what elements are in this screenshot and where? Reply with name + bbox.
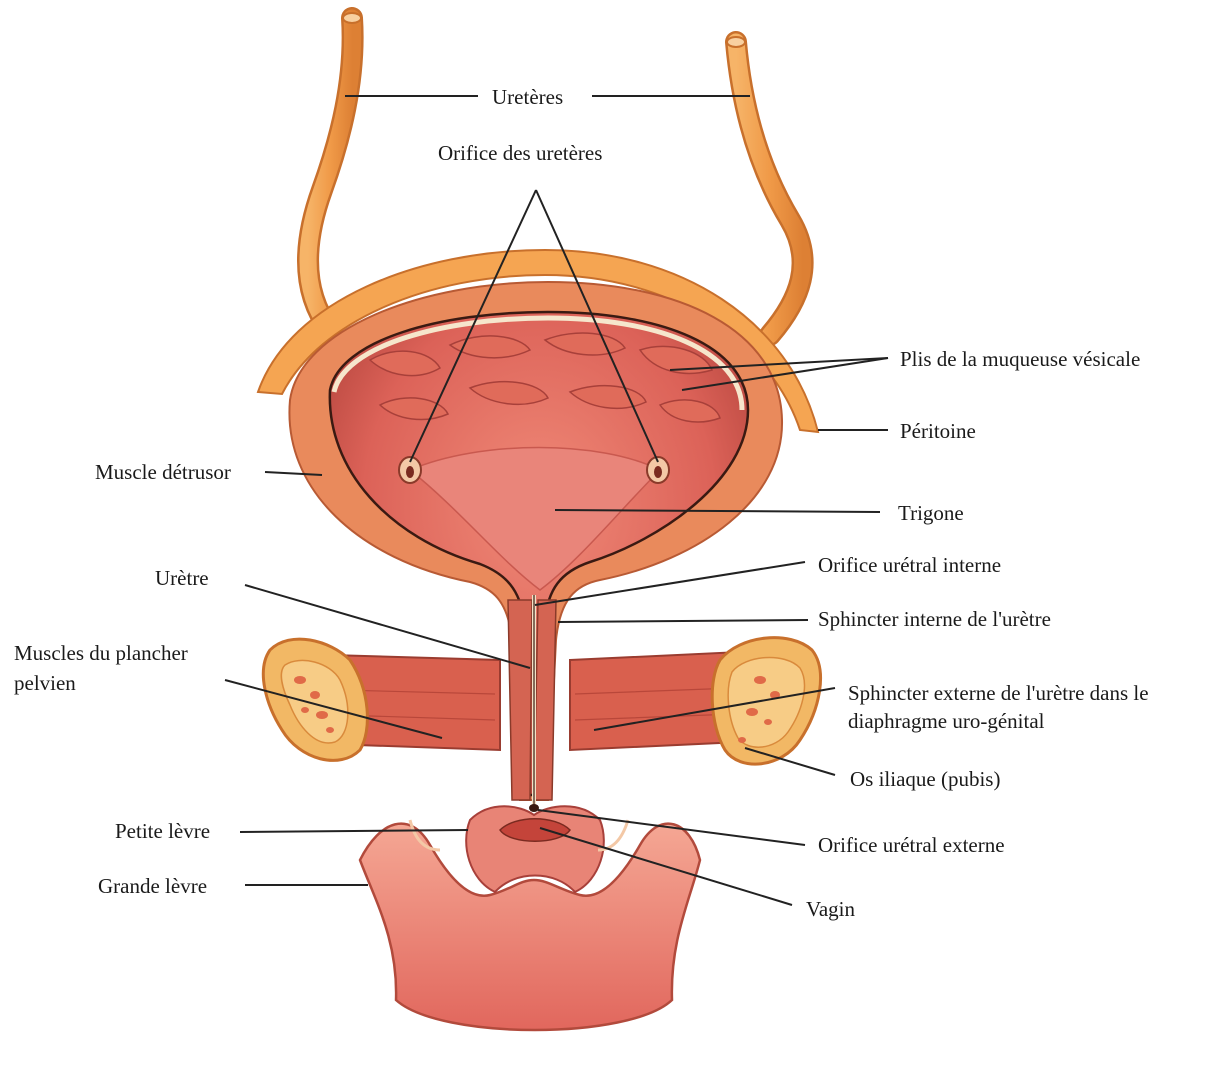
label-muscle-detrusor: Muscle détrusor	[95, 459, 231, 485]
label-peritoine: Péritoine	[900, 418, 976, 444]
label-ureteres: Uretères	[492, 84, 563, 110]
label-orifice-uretral-interne: Orifice urétral interne	[818, 552, 1001, 578]
ureter-left	[308, 13, 361, 330]
label-os-iliaque: Os iliaque (pubis)	[850, 766, 1000, 792]
vulva	[360, 804, 700, 1030]
label-sphincter-externe-line1: Sphincter externe de l'urètre dans le	[848, 680, 1149, 706]
label-orifice-uretral-externe: Orifice urétral externe	[818, 832, 1005, 858]
label-plis-muqueuse: Plis de la muqueuse vésicale	[900, 346, 1140, 372]
label-petite-levre: Petite lèvre	[115, 818, 210, 844]
label-orifice-ureteres: Orifice des uretères	[438, 140, 602, 166]
ureter-right	[727, 37, 803, 335]
label-muscles-plancher-line1: Muscles du plancher	[14, 640, 188, 666]
label-grande-levre: Grande lèvre	[98, 873, 207, 899]
label-muscles-plancher-line2: pelvien	[14, 670, 76, 696]
label-uretre: Urètre	[155, 565, 209, 591]
label-trigone: Trigone	[898, 500, 964, 526]
label-vagin: Vagin	[806, 896, 855, 922]
label-sphincter-interne: Sphincter interne de l'urètre	[818, 606, 1051, 632]
urethra	[508, 595, 556, 805]
label-sphincter-externe-line2: diaphragme uro-génital	[848, 708, 1045, 734]
